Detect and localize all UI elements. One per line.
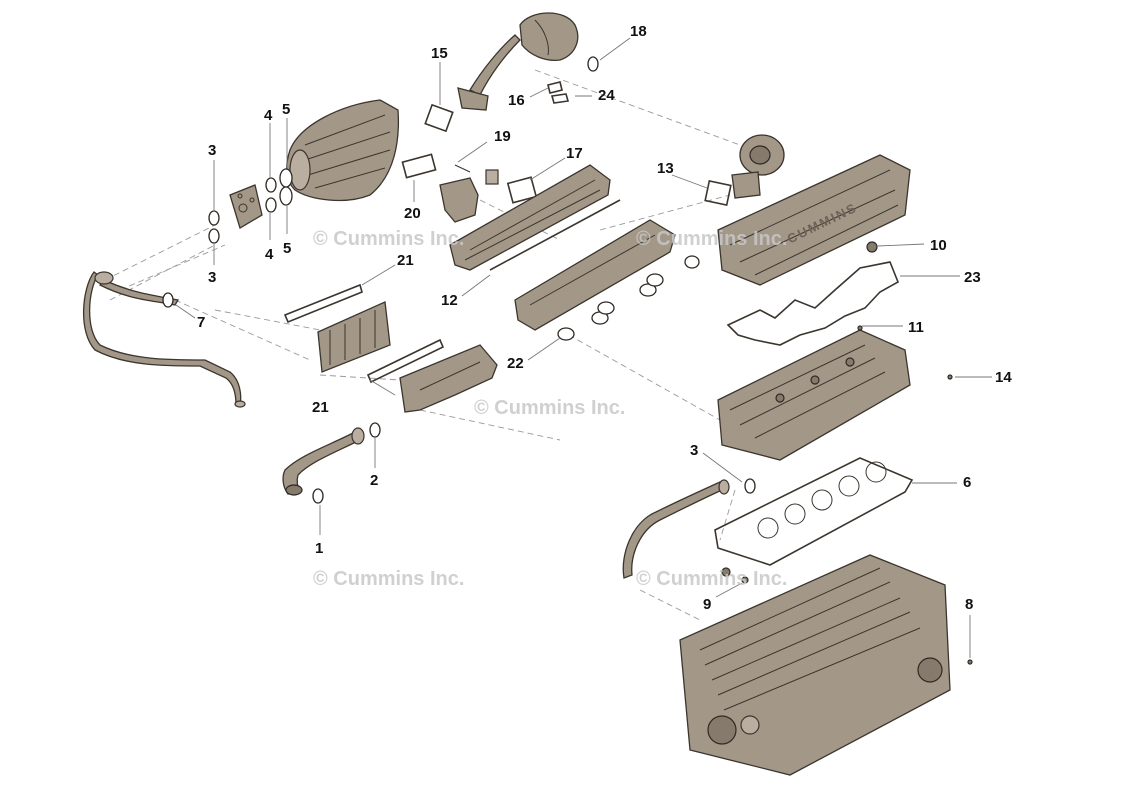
part-17-gasket bbox=[506, 176, 538, 204]
callout-4: 4 bbox=[265, 246, 274, 263]
callout-7: 7 bbox=[197, 314, 205, 331]
watermark-text: © Cummins Inc. bbox=[636, 228, 787, 250]
callout-2: 2 bbox=[370, 472, 378, 489]
callouts: 1 2 3 3 3 4 4 5 5 6 7 8 9 10 11 12 13 14… bbox=[197, 23, 1012, 613]
callout-19: 19 bbox=[494, 128, 511, 145]
part-air-outlet-housing bbox=[399, 344, 498, 413]
callout-17: 17 bbox=[566, 145, 583, 162]
left-o-rings bbox=[162, 168, 756, 504]
callout-23: 23 bbox=[964, 269, 981, 286]
part-coolant-elbow bbox=[282, 427, 365, 496]
part-15-gasket bbox=[424, 103, 454, 133]
part-16-gasket bbox=[547, 81, 563, 94]
small-hardware bbox=[721, 325, 973, 665]
part-bracket bbox=[439, 164, 499, 223]
callout-3: 3 bbox=[690, 442, 698, 459]
part-engine-block bbox=[679, 554, 951, 776]
callout-5: 5 bbox=[283, 240, 291, 257]
part-6-head-gasket bbox=[714, 457, 914, 566]
assembly-lines bbox=[104, 69, 741, 621]
part-12-exhaust-manifold bbox=[449, 164, 676, 331]
callout-16: 16 bbox=[508, 92, 525, 109]
callout-20: 20 bbox=[404, 205, 421, 222]
part-13-turbo-housing bbox=[731, 134, 785, 199]
callout-21: 21 bbox=[312, 399, 329, 416]
callout-22: 22 bbox=[507, 355, 524, 372]
callout-1: 1 bbox=[315, 540, 323, 557]
part-7-water-pipe bbox=[82, 271, 246, 408]
part-23-valve-cover-gasket bbox=[726, 261, 900, 346]
callout-3: 3 bbox=[208, 269, 216, 286]
manifold-gaskets bbox=[557, 255, 700, 341]
callout-21: 21 bbox=[397, 252, 414, 269]
callout-14: 14 bbox=[995, 369, 1012, 386]
part-valve-cover: CUMMINS bbox=[717, 154, 911, 286]
part-air-intake-housing bbox=[286, 99, 400, 202]
watermark-text: © Cummins Inc. bbox=[474, 397, 625, 419]
watermark-text: © Cummins Inc. bbox=[313, 228, 464, 250]
callout-6: 6 bbox=[963, 474, 971, 491]
part-18-o-ring bbox=[587, 56, 599, 72]
watermarks: © Cummins Inc. © Cummins Inc. © Cummins … bbox=[313, 228, 787, 590]
part-20-gasket bbox=[401, 153, 437, 179]
leader-lines bbox=[175, 37, 992, 658]
callout-4: 4 bbox=[264, 107, 273, 124]
part-24-gasket bbox=[550, 93, 570, 104]
part-13-gasket bbox=[704, 179, 732, 207]
part-thermostat-housing bbox=[229, 184, 263, 229]
callout-24: 24 bbox=[598, 87, 615, 104]
part-turbocharger-inlet bbox=[457, 12, 579, 111]
callout-12: 12 bbox=[441, 292, 458, 309]
part-right-coolant-pipe bbox=[622, 479, 730, 579]
callout-15: 15 bbox=[431, 45, 448, 62]
callout-18: 18 bbox=[630, 23, 647, 40]
watermark-text: © Cummins Inc. bbox=[313, 568, 464, 590]
callout-11: 11 bbox=[908, 319, 924, 336]
callout-9: 9 bbox=[703, 596, 711, 613]
callout-10: 10 bbox=[930, 237, 947, 254]
callout-5: 5 bbox=[282, 101, 290, 118]
watermark-text: © Cummins Inc. bbox=[636, 568, 787, 590]
callout-13: 13 bbox=[657, 160, 674, 177]
part-charge-air-cooler bbox=[283, 283, 445, 384]
callout-3: 3 bbox=[208, 142, 216, 159]
part-cylinder-head bbox=[717, 329, 911, 461]
callout-8: 8 bbox=[965, 596, 973, 613]
